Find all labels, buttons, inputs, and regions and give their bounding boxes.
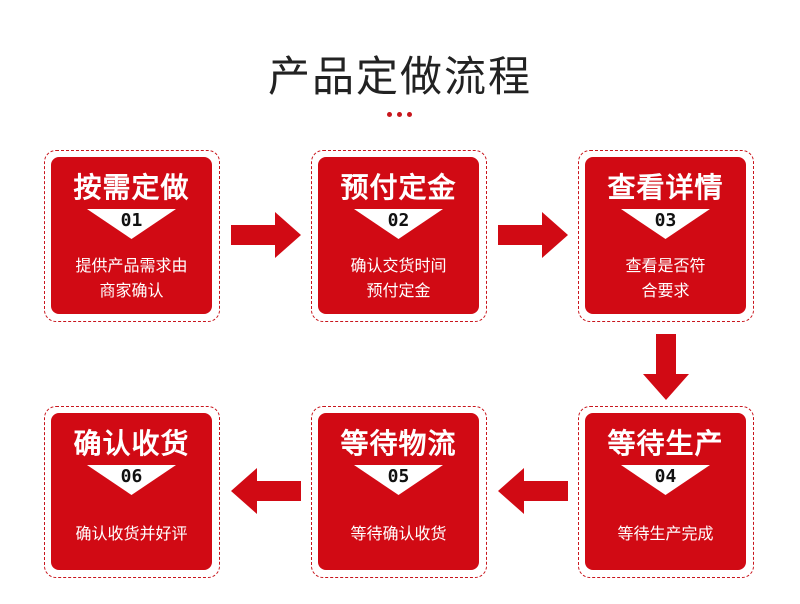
step-number-badge: 01 [87, 209, 176, 239]
step-card: 等待生产 04 等待生产完成 [585, 413, 746, 570]
step-04: 等待生产 04 等待生产完成 [578, 406, 754, 578]
step-06: 确认收货 06 确认收货并好评 [44, 406, 220, 578]
step-description-line: 查看是否符 [625, 256, 706, 275]
step-title: 等待物流 [340, 427, 457, 460]
step-number: 05 [387, 466, 410, 487]
step-number-badge: 03 [621, 209, 710, 239]
step-description-line: 确认收货并好评 [75, 524, 188, 543]
step-number: 02 [387, 210, 410, 231]
step-description-line: 等待确认收货 [350, 524, 447, 543]
arrow-left-icon [231, 468, 301, 514]
badge-triangle-icon [354, 465, 443, 495]
step-card: 按需定做 01 提供产品需求由 商家确认 [51, 157, 212, 314]
step-card: 预付定金 02 确认交货时间 预付定金 [318, 157, 479, 314]
step-title: 按需定做 [73, 171, 190, 204]
step-description-line: 合要求 [641, 281, 690, 300]
step-description: 等待生产完成 [591, 521, 740, 546]
dot-icon [407, 112, 412, 117]
step-title: 查看详情 [607, 171, 724, 204]
step-number: 01 [120, 210, 143, 231]
step-description-line: 商家确认 [99, 281, 164, 300]
step-03: 查看详情 03 查看是否符 合要求 [578, 150, 754, 322]
step-title: 确认收货 [73, 427, 190, 460]
step-number-badge: 02 [354, 209, 443, 239]
arrow-down-icon [643, 334, 689, 400]
dot-icon [387, 112, 392, 117]
arrow-left-icon [498, 468, 568, 514]
step-number-badge: 04 [621, 465, 710, 495]
step-description-line: 确认交货时间 [350, 256, 447, 275]
step-02: 预付定金 02 确认交货时间 预付定金 [311, 150, 487, 322]
step-description-line: 等待生产完成 [617, 524, 714, 543]
badge-triangle-icon [87, 209, 176, 239]
arrow-right-icon [231, 212, 301, 258]
step-title: 等待生产 [607, 427, 724, 460]
step-number: 06 [120, 466, 143, 487]
step-01: 按需定做 01 提供产品需求由 商家确认 [44, 150, 220, 322]
dot-icon [397, 112, 402, 117]
step-description: 查看是否符 合要求 [591, 253, 740, 303]
step-description-line: 提供产品需求由 [75, 256, 188, 275]
step-card: 等待物流 05 等待确认收货 [318, 413, 479, 570]
step-number: 04 [654, 466, 677, 487]
step-description-line: 预付定金 [366, 281, 431, 300]
badge-triangle-icon [621, 465, 710, 495]
badge-triangle-icon [87, 465, 176, 495]
step-number-badge: 06 [87, 465, 176, 495]
step-description: 提供产品需求由 商家确认 [57, 253, 206, 303]
step-title: 预付定金 [340, 171, 457, 204]
page-title: 产品定做流程 [267, 52, 532, 101]
step-card: 确认收货 06 确认收货并好评 [51, 413, 212, 570]
step-number-badge: 05 [354, 465, 443, 495]
badge-triangle-icon [621, 209, 710, 239]
step-card: 查看详情 03 查看是否符 合要求 [585, 157, 746, 314]
step-05: 等待物流 05 等待确认收货 [311, 406, 487, 578]
arrow-right-icon [498, 212, 568, 258]
step-number: 03 [654, 210, 677, 231]
step-description: 等待确认收货 [324, 521, 473, 546]
step-description: 确认收货并好评 [57, 521, 206, 546]
step-description: 确认交货时间 预付定金 [324, 253, 473, 303]
badge-triangle-icon [354, 209, 443, 239]
title-dots-decoration [383, 112, 417, 118]
